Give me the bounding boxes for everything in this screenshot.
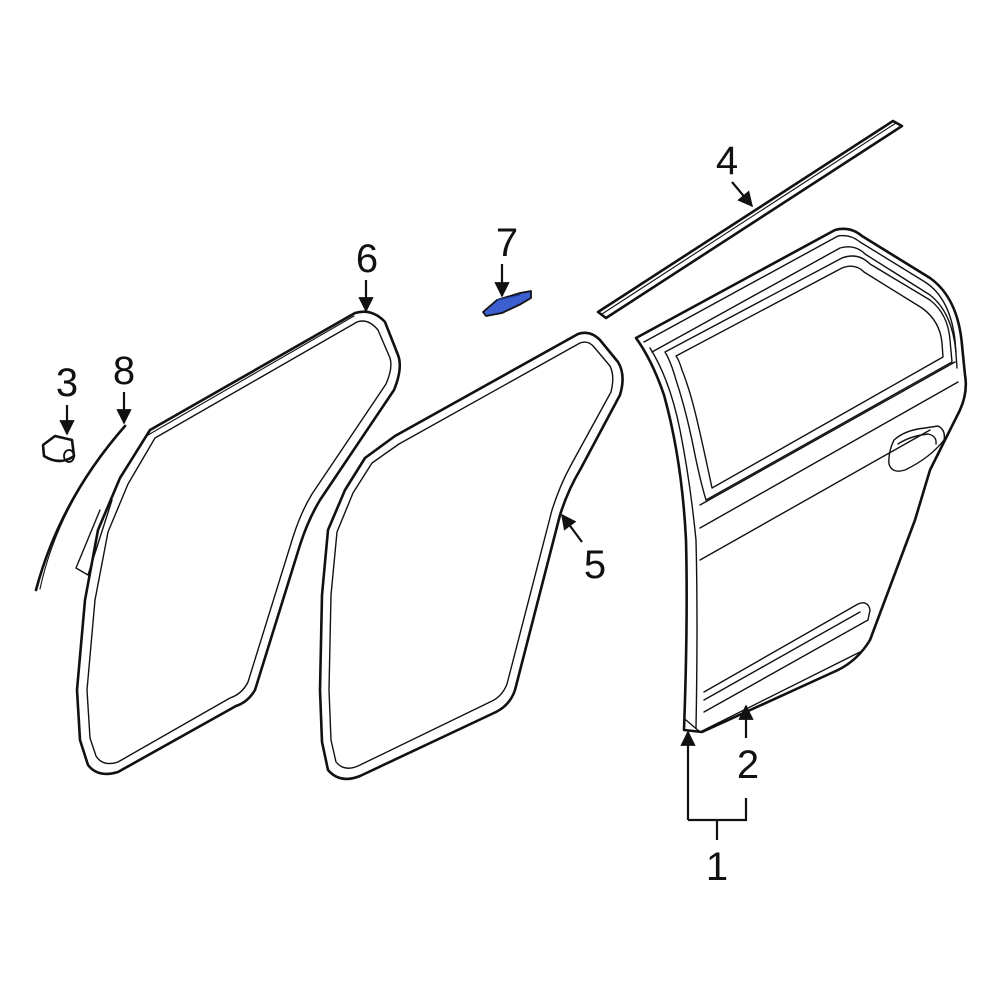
callout-2: 2: [737, 743, 759, 787]
callout-1: 1: [706, 845, 728, 889]
part-7-clip-highlighted: [482, 290, 532, 317]
callout-4: 4: [716, 139, 738, 183]
part-1-door-shell: [634, 227, 968, 734]
callout-8: 8: [113, 349, 135, 393]
leader-4: [731, 181, 753, 208]
callout-3: 3: [56, 361, 78, 405]
part-4-belt-molding: [596, 119, 904, 320]
callout-7: 7: [496, 221, 518, 265]
callout-labels: 1 2 3 4 5 6 7 8: [56, 139, 759, 889]
part-5-door-weatherstrip: [318, 331, 624, 781]
callout-5: 5: [584, 543, 606, 587]
part-3-bumper: [41, 434, 76, 463]
part-6-body-weatherstrip: [75, 310, 402, 776]
callout-6: 6: [356, 237, 378, 281]
leader-1-bracket: [688, 798, 748, 822]
callout-leaders: [59, 181, 754, 840]
part-8-strip: [34, 424, 127, 592]
leader-5: [561, 513, 583, 543]
